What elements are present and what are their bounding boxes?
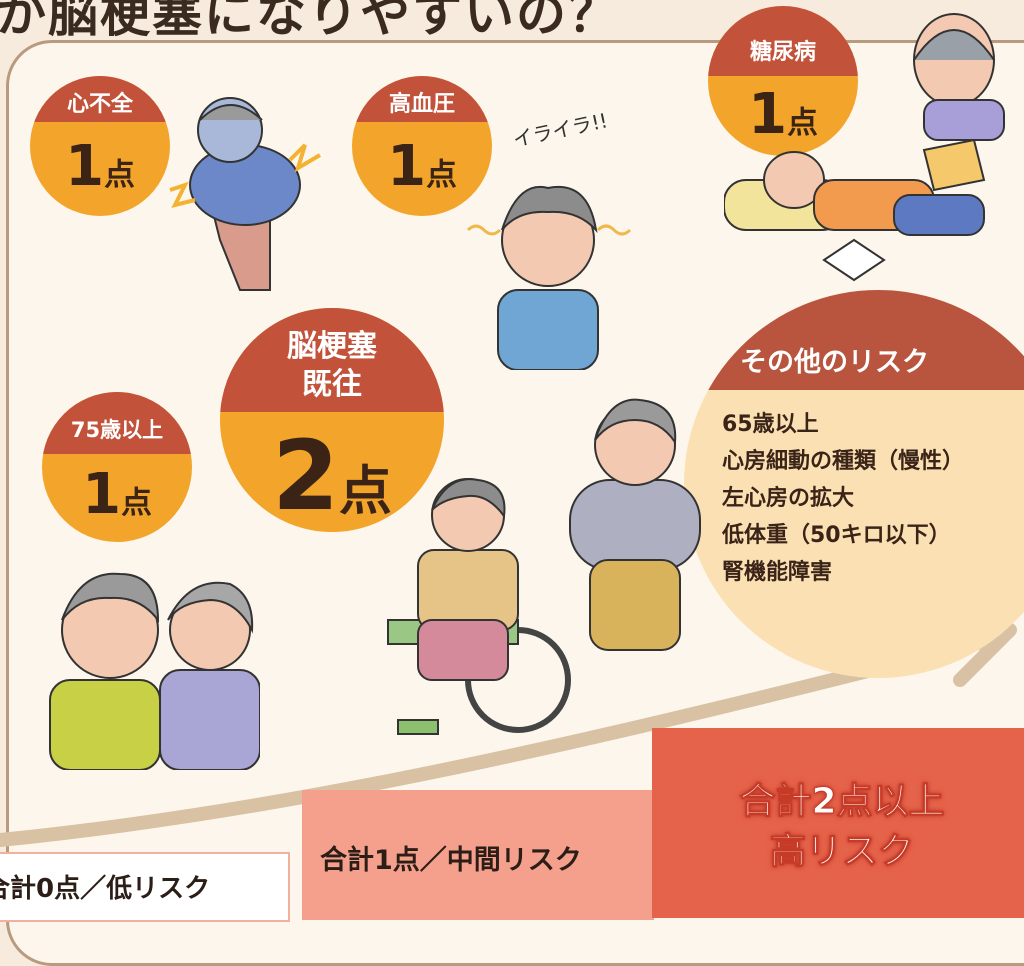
- points-unit: 点: [121, 485, 152, 521]
- list-item: 低体重（50キロ以下）: [684, 517, 964, 554]
- badge-points: 1点: [352, 134, 492, 199]
- list-item-text: 左心房の拡大: [722, 486, 855, 511]
- badge-points: 1点: [30, 134, 170, 199]
- low-risk-bar: 合計0点／低リスク: [0, 852, 290, 922]
- badge-hypertension: 高血圧 1点: [352, 76, 492, 216]
- points-number: 1: [748, 82, 788, 147]
- high-risk-line2: 高リスク: [769, 831, 914, 873]
- high-risk-line1: 合計2点以上: [739, 781, 945, 823]
- points-unit: 点: [787, 105, 818, 141]
- points-unit: 点: [104, 157, 135, 193]
- points-number: 2: [272, 420, 339, 532]
- list-item-text: 低体重（50キロ以下）: [722, 523, 951, 548]
- other-risks-title: その他のリスク: [684, 290, 1024, 390]
- badge-stroke-history: 脳梗塞 既往 2点: [220, 308, 444, 532]
- other-risks-list: 65歳以上 心房細動の種類（慢性） 左心房の拡大 低体重（50キロ以下） 腎機能…: [684, 406, 964, 591]
- page-title: か脳梗塞になりやすいの？: [0, 0, 620, 43]
- wheelchair-man-illustration: [387, 478, 571, 735]
- elderly-man-standing-illustration: [569, 398, 701, 651]
- elderly-couple-illustration: [49, 572, 260, 770]
- mid-risk-label: 合計1点／中間リスク: [320, 845, 582, 876]
- list-item: 心房細動の種類（慢性）: [684, 443, 964, 480]
- low-risk-label: 合計0点／低リスク: [0, 874, 211, 904]
- label-line2: 既往: [302, 367, 362, 402]
- list-item: 65歳以上: [684, 406, 964, 443]
- sleeping-man-illustration: [724, 13, 1005, 282]
- points-unit: 点: [426, 157, 457, 193]
- badge-points: 1点: [708, 82, 858, 147]
- points-number: 1: [82, 462, 122, 527]
- list-item-text: 65歳以上: [722, 412, 819, 437]
- badge-points: 1点: [42, 462, 192, 527]
- label-line1: 脳梗塞: [287, 329, 377, 364]
- badge-label: 75歳以上: [42, 392, 192, 454]
- points-number: 1: [387, 134, 427, 199]
- badge-heart-failure: 心不全 1点: [30, 76, 170, 216]
- points-unit: 点: [339, 461, 392, 522]
- badge-points: 2点: [220, 420, 444, 532]
- mid-risk-bar: 合計1点／中間リスク: [302, 790, 654, 920]
- high-risk-bar: 合計2点以上 高リスク: [652, 728, 1024, 918]
- badge-label: 高血圧: [352, 76, 492, 122]
- badge-label: 心不全: [30, 76, 170, 122]
- man-heart-pain-illustration: [169, 97, 322, 291]
- badge-diabetes: 糖尿病 1点: [708, 6, 858, 156]
- badge-label: 糖尿病: [708, 6, 858, 76]
- badge-age-75: 75歳以上 1点: [42, 392, 192, 542]
- angry-man-illustration: [466, 185, 632, 370]
- list-item: 左心房の拡大: [684, 480, 964, 517]
- other-risks-circle: その他のリスク 65歳以上 心房細動の種類（慢性） 左心房の拡大 低体重（50キ…: [684, 290, 1024, 678]
- badge-label: 脳梗塞 既往: [220, 308, 444, 412]
- list-item-text: 腎機能障害: [722, 560, 833, 585]
- list-item: 腎機能障害: [684, 554, 964, 591]
- points-number: 1: [65, 134, 105, 199]
- list-item-text: 心房細動の種類（慢性）: [722, 449, 965, 474]
